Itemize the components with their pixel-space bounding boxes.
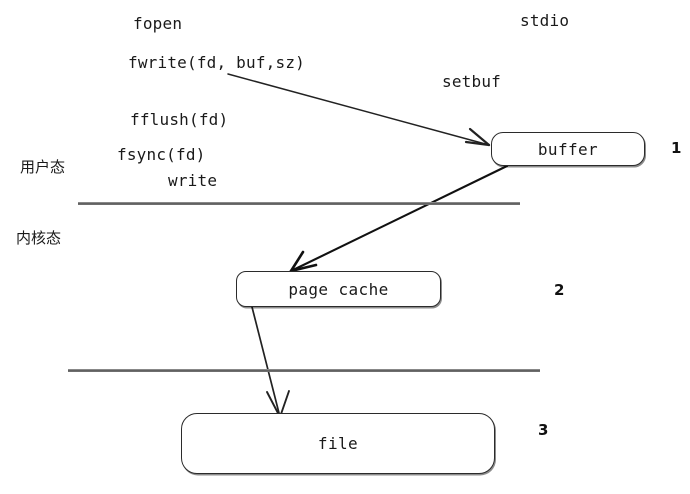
label-stdio: stdio	[520, 11, 570, 30]
arrow-page-cache-to-file	[251, 306, 290, 418]
label-fflush: fflush(fd)	[130, 110, 229, 129]
label-user-mode: 用户态	[20, 158, 66, 176]
node-buffer[interactable]: buffer	[491, 132, 645, 166]
user-kernel-boundary-line	[78, 202, 520, 205]
layer-number-3: 3	[538, 421, 549, 439]
layer-number-2: 2	[554, 281, 565, 299]
label-fopen: fopen	[133, 14, 183, 33]
kernel-disk-boundary-line	[68, 369, 540, 372]
node-page-cache[interactable]: page cache	[236, 271, 441, 307]
label-fsync: fsync(fd)	[117, 145, 206, 164]
arrow-buffer-to-page-cache	[289, 164, 509, 273]
node-file[interactable]: file	[181, 413, 495, 474]
layer-number-1: 1	[671, 139, 682, 157]
label-kernel-mode: 内核态	[16, 229, 62, 247]
label-fwrite: fwrite(fd, buf,sz)	[128, 53, 305, 72]
label-write: write	[168, 171, 218, 190]
label-setbuf: setbuf	[442, 72, 501, 91]
